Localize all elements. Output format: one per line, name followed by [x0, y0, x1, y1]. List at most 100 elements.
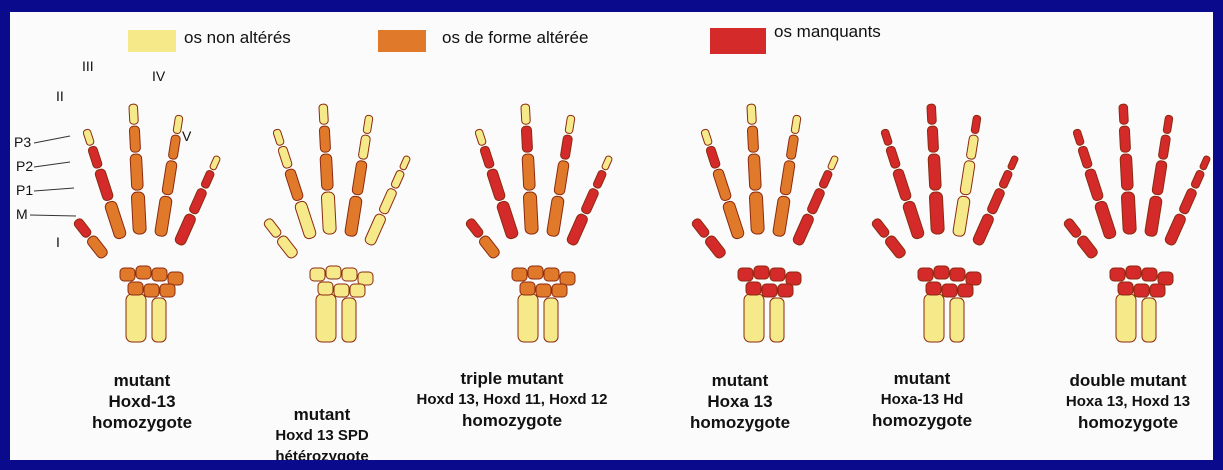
phalanx-bone	[892, 168, 912, 202]
metacarpal-bone	[523, 192, 538, 235]
metacarpal-bone	[1094, 200, 1117, 240]
caption-line: double mutant	[1046, 370, 1210, 391]
hand-illustration-hoxa13-hd	[848, 62, 1028, 352]
metacarpal-bone	[104, 200, 127, 240]
caption-line: triple mutant	[402, 368, 622, 389]
caption-line: homozygote	[852, 410, 992, 431]
phalanx-bone	[277, 145, 292, 169]
metacarpal-bone	[566, 213, 589, 247]
carpal-bone	[358, 272, 373, 285]
carpal-bone	[1134, 284, 1149, 297]
metacarpal-bone	[749, 192, 764, 235]
phalanx-bone	[1063, 217, 1083, 239]
phalanx-bone	[971, 115, 981, 134]
phalanx-bone	[1077, 145, 1092, 169]
phalanx-bone	[273, 129, 285, 147]
carpal-bone	[552, 284, 567, 297]
radius-bone	[744, 294, 764, 342]
legend-label-altered: os de forme altérée	[442, 28, 588, 48]
phalanx-bone	[1007, 155, 1019, 170]
phalanx-bone	[1073, 129, 1085, 147]
phalanx-bone	[871, 217, 891, 239]
metacarpal-bone	[792, 213, 815, 247]
legend-label-unaltered: os non altérés	[184, 28, 291, 48]
phalanx-bone	[263, 217, 283, 239]
carpal-bone	[942, 284, 957, 297]
metacarpal-bone	[722, 200, 745, 240]
metacarpal-bone	[929, 192, 944, 235]
phalanx-bone	[475, 129, 487, 147]
phalanx-bone	[319, 104, 329, 124]
phalanx-bone	[209, 155, 221, 170]
carpal-bone	[950, 268, 965, 281]
carpal-bone	[144, 284, 159, 297]
carpal-bone	[926, 282, 941, 295]
phalanx-bone	[1178, 187, 1197, 215]
metacarpal-bone	[902, 200, 925, 240]
phalanx-bone	[818, 169, 833, 189]
phalanx-bone	[1119, 104, 1129, 124]
hand-skeleton	[465, 104, 613, 342]
metacarpal-bone	[1076, 234, 1099, 260]
phalanx-bone	[363, 115, 373, 134]
carpal-bone	[152, 268, 167, 281]
phalanx-bone	[1163, 115, 1173, 134]
ulna-bone	[544, 298, 558, 342]
legend-swatch-unaltered	[128, 30, 176, 52]
phalanx-bone	[1158, 135, 1171, 160]
carpal-bone	[1118, 282, 1133, 295]
phalanx-bone	[601, 155, 613, 170]
metacarpal-bone	[884, 234, 907, 260]
carpal-bone	[528, 266, 543, 279]
phalanx-bone	[560, 135, 573, 160]
hand-illustration-hoxd13-spd	[240, 62, 420, 352]
carpal-bone	[738, 268, 753, 281]
carpal-bone	[786, 272, 801, 285]
carpal-bone	[128, 282, 143, 295]
phalanx-bone	[960, 160, 976, 195]
metacarpal-bone	[154, 196, 172, 237]
caption-line: homozygote	[62, 412, 222, 433]
phalanx-bone	[565, 115, 575, 134]
caption-line: Hoxd 13, Hoxd 11, Hoxd 12	[402, 389, 622, 410]
phalanx-bone	[705, 145, 720, 169]
phalanx-bone	[881, 129, 893, 147]
radius-bone	[316, 294, 336, 342]
caption-line: Hoxd-13	[62, 391, 222, 412]
carpal-bone	[350, 284, 365, 297]
caption-hand-6: double mutant Hoxa 13, Hoxd 13 homozygot…	[1046, 370, 1210, 433]
metacarpal-bone	[496, 200, 519, 240]
carpal-bone	[958, 284, 973, 297]
radius-bone	[1116, 294, 1136, 342]
caption-hand-2: mutant Hoxd 13 SPD hétérozygote	[242, 404, 402, 460]
phalanx-bone	[399, 155, 411, 170]
phalanx-bone	[928, 154, 941, 191]
phalanx-bone	[1199, 155, 1211, 170]
metacarpal-bone	[131, 192, 146, 235]
phalanx-bone	[885, 145, 900, 169]
phalanx-bone	[1190, 169, 1205, 189]
phalanx-bone	[129, 126, 140, 152]
carpal-bone	[318, 282, 333, 295]
phalanx-bone	[986, 187, 1005, 215]
phalanx-bone	[521, 126, 532, 152]
phalanx-bone	[83, 129, 95, 147]
carpal-bone	[1142, 268, 1157, 281]
caption-line: mutant	[62, 370, 222, 391]
legend-swatch-missing	[710, 28, 766, 54]
phalanx-bone	[791, 115, 801, 134]
phalanx-bone	[712, 168, 732, 202]
phalanx-bone	[747, 104, 757, 124]
carpal-bone	[1150, 284, 1165, 297]
ulna-bone	[950, 298, 964, 342]
phalanx-bone	[827, 155, 839, 170]
carpal-bone	[326, 266, 341, 279]
phalanx-bone	[162, 160, 178, 195]
phalanx-bone	[966, 135, 979, 160]
carpal-bone	[120, 268, 135, 281]
carpal-bone	[934, 266, 949, 279]
phalanx-bone	[1120, 154, 1133, 191]
phalanx-bone	[780, 160, 796, 195]
legend-swatch-altered	[378, 30, 426, 52]
phalanx-bone	[284, 168, 304, 202]
